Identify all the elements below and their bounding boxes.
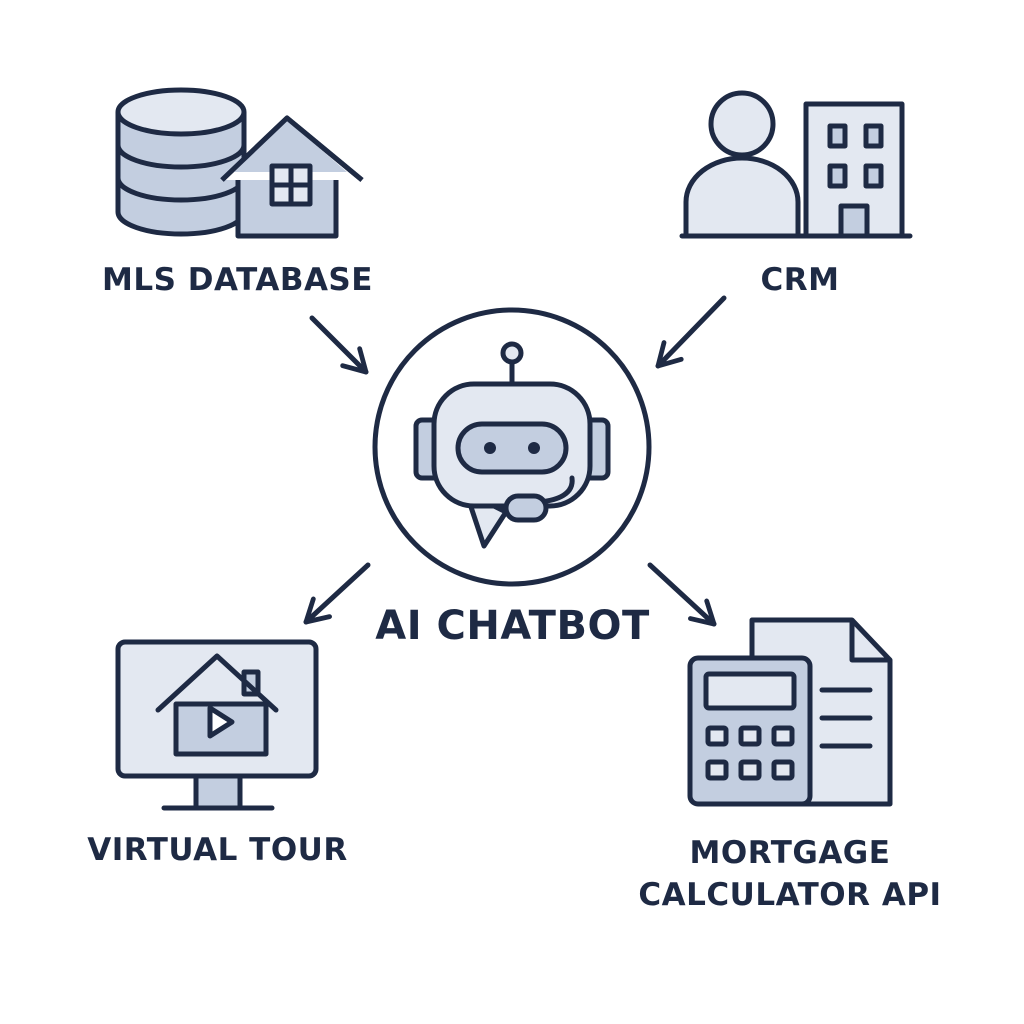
ai-chatbot-label: AI CHATBOT	[375, 603, 650, 649]
monitor-house-play-icon	[115, 639, 319, 811]
arrow-chatbot-to-mortgage	[647, 562, 717, 627]
arrow-mls-to-chatbot	[309, 315, 369, 375]
database-house-icon	[115, 87, 364, 239]
virtual-tour-label: VIRTUAL TOUR	[87, 832, 348, 868]
calculator-document-icon	[687, 617, 893, 807]
mortgage-label-line-2: CALCULATOR API	[638, 877, 942, 913]
arrow-chatbot-to-virtual-tour	[303, 562, 371, 625]
person-building-icon	[679, 90, 913, 239]
arrow-crm-to-chatbot	[655, 295, 727, 369]
crm-label: CRM	[760, 262, 840, 298]
robot-chat-icon	[413, 341, 611, 549]
mortgage-label-line-1: MORTGAGE	[689, 835, 891, 871]
mortgage-calculator-api-label: MORTGAGE CALCULATOR API	[610, 832, 970, 916]
mls-database-label: MLS DATABASE	[102, 262, 373, 298]
